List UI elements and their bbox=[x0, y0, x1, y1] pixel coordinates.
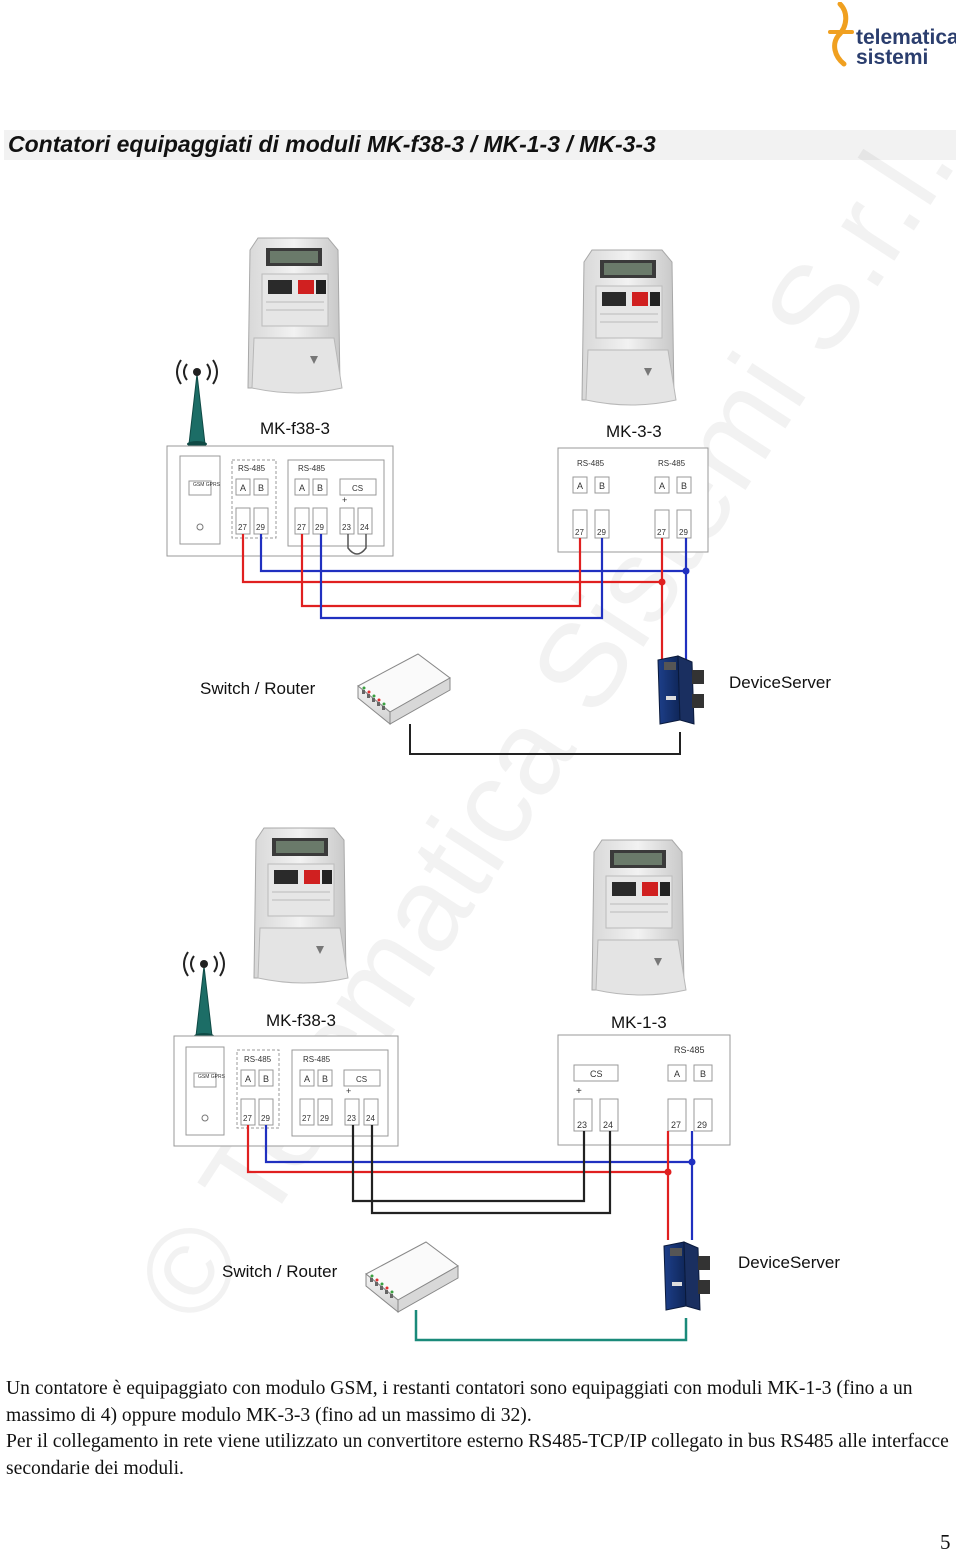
cs-label: CS bbox=[356, 1075, 367, 1084]
port-label: RS-485 bbox=[674, 1045, 705, 1055]
terminal-label: B bbox=[317, 483, 323, 493]
terminal-number: 27 bbox=[575, 528, 584, 537]
terminal-label: B bbox=[322, 1074, 328, 1084]
port-label: RS-485 bbox=[244, 1055, 272, 1064]
module-name-right: MK-3-3 bbox=[606, 422, 662, 441]
terminal-number: 27 bbox=[302, 1114, 311, 1123]
device-server-icon bbox=[657, 655, 705, 725]
page-number: 5 bbox=[940, 1530, 951, 1554]
port-label: RS-485 bbox=[577, 459, 605, 468]
terminal-number: 23 bbox=[577, 1120, 587, 1130]
terminal-label: B bbox=[681, 481, 687, 491]
wires-2 bbox=[246, 1125, 694, 1240]
logo-text-sistemi: sistemi bbox=[856, 46, 928, 68]
port-label: RS-485 bbox=[658, 459, 686, 468]
terminal-label: B bbox=[258, 483, 264, 493]
meter-2-right bbox=[591, 839, 687, 996]
terminal-label: B bbox=[599, 481, 605, 491]
terminal-number: 29 bbox=[697, 1120, 707, 1130]
title-bar: Contatori equipaggiati di moduli MK-f38-… bbox=[4, 130, 956, 160]
terminal-label: B bbox=[263, 1074, 269, 1084]
switch-router-icon bbox=[357, 653, 451, 725]
port-label: RS-485 bbox=[303, 1055, 331, 1064]
terminal-label: A bbox=[674, 1069, 680, 1079]
gsm-label: GSM GPRS bbox=[193, 482, 221, 488]
terminal-number: 24 bbox=[366, 1114, 375, 1123]
page-title: Contatori equipaggiati di moduli MK-f38-… bbox=[8, 131, 656, 157]
terminal-number: 29 bbox=[256, 523, 265, 532]
terminal-number: 24 bbox=[360, 523, 369, 532]
device-server-label: DeviceServer bbox=[729, 673, 831, 692]
terminal-number: 29 bbox=[597, 528, 606, 537]
terminal-number: 27 bbox=[238, 523, 247, 532]
meter-1-right bbox=[581, 249, 677, 406]
cs-plus: + bbox=[342, 495, 347, 505]
cs-plus: + bbox=[346, 1086, 351, 1096]
meter-1-left bbox=[247, 237, 343, 394]
terminal-number: 23 bbox=[342, 523, 351, 532]
cs-plus: + bbox=[576, 1086, 582, 1097]
module-name-left: MK-f38-3 bbox=[266, 1011, 336, 1030]
terminal-label: A bbox=[304, 1074, 310, 1084]
terminal-number: 29 bbox=[320, 1114, 329, 1123]
module-name-left: MK-f38-3 bbox=[260, 419, 330, 438]
terminal-number: 27 bbox=[657, 528, 666, 537]
gsm-antenna-icon bbox=[183, 951, 225, 1040]
module-name-right: MK-1-3 bbox=[611, 1013, 667, 1032]
terminal-label: B bbox=[700, 1069, 706, 1079]
diagram-2: MK-f38-3 MK-1-3 GSM GPRS RS-485 A B 27 2… bbox=[173, 827, 840, 1342]
device-server-icon bbox=[663, 1241, 711, 1311]
gsm-label: GSM GPRS bbox=[198, 1074, 226, 1080]
terminal-number: 27 bbox=[243, 1114, 252, 1123]
terminal-number: 27 bbox=[671, 1120, 681, 1130]
diagram-1: MK-f38-3 MK-3-3 GSM GPRS RS-485 A B 27 2… bbox=[166, 237, 831, 755]
terminal-label: A bbox=[299, 483, 305, 493]
paragraph-2: Per il collegamento in rete viene utiliz… bbox=[6, 1431, 949, 1479]
device-server-label: DeviceServer bbox=[738, 1253, 840, 1272]
cs-label: CS bbox=[352, 484, 363, 493]
description: Un contatore è equipaggiato con modulo G… bbox=[6, 1376, 954, 1482]
switch-label: Switch / Router bbox=[200, 679, 316, 698]
terminal-number: 27 bbox=[297, 523, 306, 532]
terminal-number: 29 bbox=[315, 523, 324, 532]
cs-label: CS bbox=[590, 1069, 603, 1079]
terminal-label: A bbox=[240, 483, 246, 493]
paragraph-1: Un contatore è equipaggiato con modulo G… bbox=[6, 1378, 913, 1426]
switch-label: Switch / Router bbox=[222, 1262, 338, 1281]
logo-text-telematica: telematica bbox=[856, 26, 956, 49]
terminal-number: 29 bbox=[261, 1114, 270, 1123]
terminal-label: A bbox=[577, 481, 583, 491]
wires-1 bbox=[241, 534, 688, 660]
meter-2-left bbox=[253, 827, 349, 984]
terminal-label: A bbox=[659, 481, 665, 491]
terminal-number: 29 bbox=[679, 528, 688, 537]
terminal-number: 23 bbox=[347, 1114, 356, 1123]
switch-router-icon bbox=[365, 1241, 459, 1313]
telematica-sistemi-logo: telematica sistemi bbox=[828, 2, 956, 68]
port-label: RS-485 bbox=[238, 464, 266, 473]
terminal-label: A bbox=[245, 1074, 251, 1084]
gsm-antenna-icon bbox=[176, 359, 218, 448]
terminal-number: 24 bbox=[603, 1120, 613, 1130]
port-label: RS-485 bbox=[298, 464, 326, 473]
